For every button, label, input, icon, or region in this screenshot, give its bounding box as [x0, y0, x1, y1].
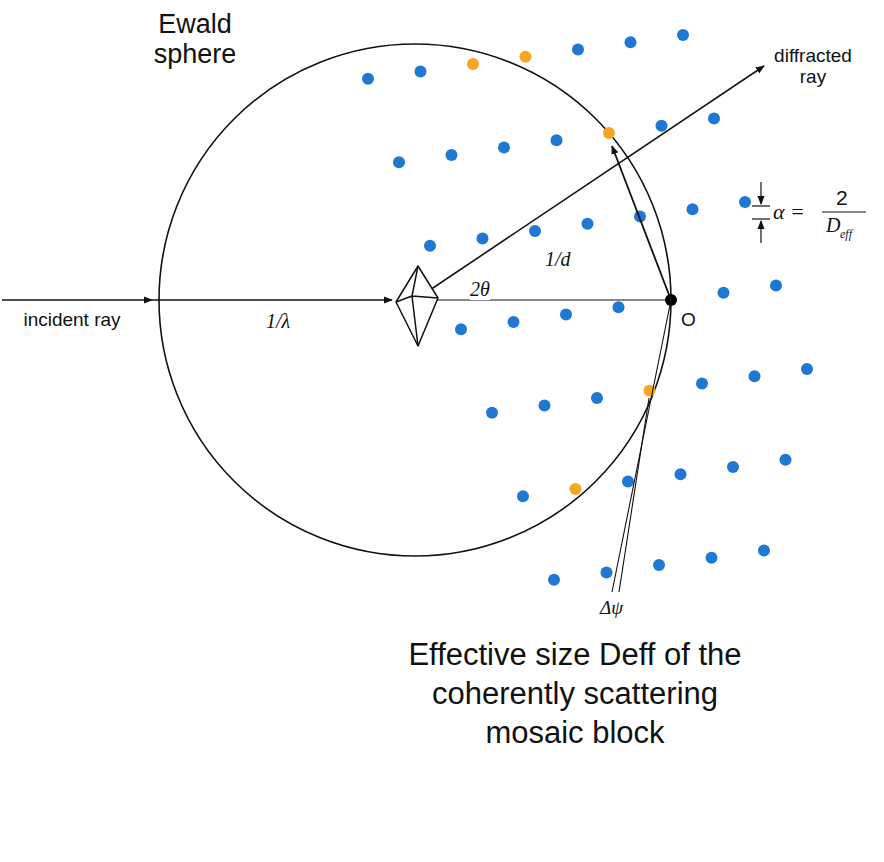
lattice-point: [601, 566, 613, 578]
lattice-point: [780, 454, 792, 466]
lattice-point: [393, 156, 405, 168]
lattice-point: [656, 120, 668, 132]
rotation-line: [619, 398, 649, 592]
subscript: eff: [840, 228, 852, 241]
alpha-label: α =: [773, 200, 805, 224]
incident-ray: [152, 299, 392, 301]
lattice-point: [718, 287, 730, 299]
lattice-point: [570, 483, 582, 495]
sphere-label: Ewald sphere: [130, 10, 260, 69]
lattice-point: [675, 468, 687, 480]
lattice-point: [582, 218, 594, 230]
ray-label: incident ray: [22, 310, 122, 331]
lattice-point: [706, 552, 718, 564]
lattice-point: [520, 51, 532, 63]
origin-label: O: [681, 310, 696, 331]
scattering-vector: [612, 146, 671, 300]
lattice-point: [727, 461, 739, 473]
lattice-point: [677, 29, 689, 41]
angle-label: Δψ: [600, 598, 623, 619]
lattice-point: [467, 58, 479, 70]
lattice-point: [603, 127, 615, 139]
lattice-point: [801, 363, 813, 375]
ray-label: diffracted ray: [768, 46, 858, 88]
lattice-point: [455, 323, 467, 335]
vector-label: 1/d: [545, 248, 571, 270]
lattice-point: [424, 240, 436, 252]
lattice-point: [517, 490, 529, 502]
lattice-point: [508, 316, 520, 328]
lattice-point: [415, 65, 427, 77]
rotation-line: [612, 300, 671, 592]
lattice-point: [770, 279, 782, 291]
lattice-point: [529, 225, 541, 237]
angle-label: 2θ: [470, 278, 490, 300]
fraction-numerator: 2: [836, 186, 848, 209]
fraction-denominator: D: [826, 214, 840, 236]
lattice-point: [551, 134, 563, 146]
lattice-point: [477, 232, 489, 244]
lattice-point: [749, 370, 761, 382]
beam-axis: [415, 299, 671, 300]
diffracted-ray: [415, 66, 764, 300]
lattice-point: [739, 196, 751, 208]
lattice-point: [653, 559, 665, 571]
lattice-point: [708, 112, 720, 124]
crystal: [396, 266, 438, 346]
lattice-point: [539, 399, 551, 411]
reciprocal-lattice: [362, 29, 813, 586]
lattice-point: [696, 378, 708, 390]
lattice-point: [622, 476, 634, 488]
lattice-point: [613, 301, 625, 313]
figure-caption: Effective size Deff of the coherently sc…: [395, 636, 755, 752]
lattice-point: [591, 392, 603, 404]
lattice-point: [560, 309, 572, 321]
lattice-point: [625, 36, 637, 48]
lattice-point: [498, 142, 510, 154]
lattice-point: [446, 149, 458, 161]
vector-label: 1/λ: [266, 310, 290, 332]
lattice-point: [572, 44, 584, 56]
lattice-point: [758, 545, 770, 557]
lattice-point: [362, 73, 374, 85]
lattice-point: [486, 407, 498, 419]
incident-ray: [2, 299, 152, 301]
lattice-point: [687, 203, 699, 215]
alpha-dimension: [752, 182, 866, 243]
lattice-point: [548, 574, 560, 586]
